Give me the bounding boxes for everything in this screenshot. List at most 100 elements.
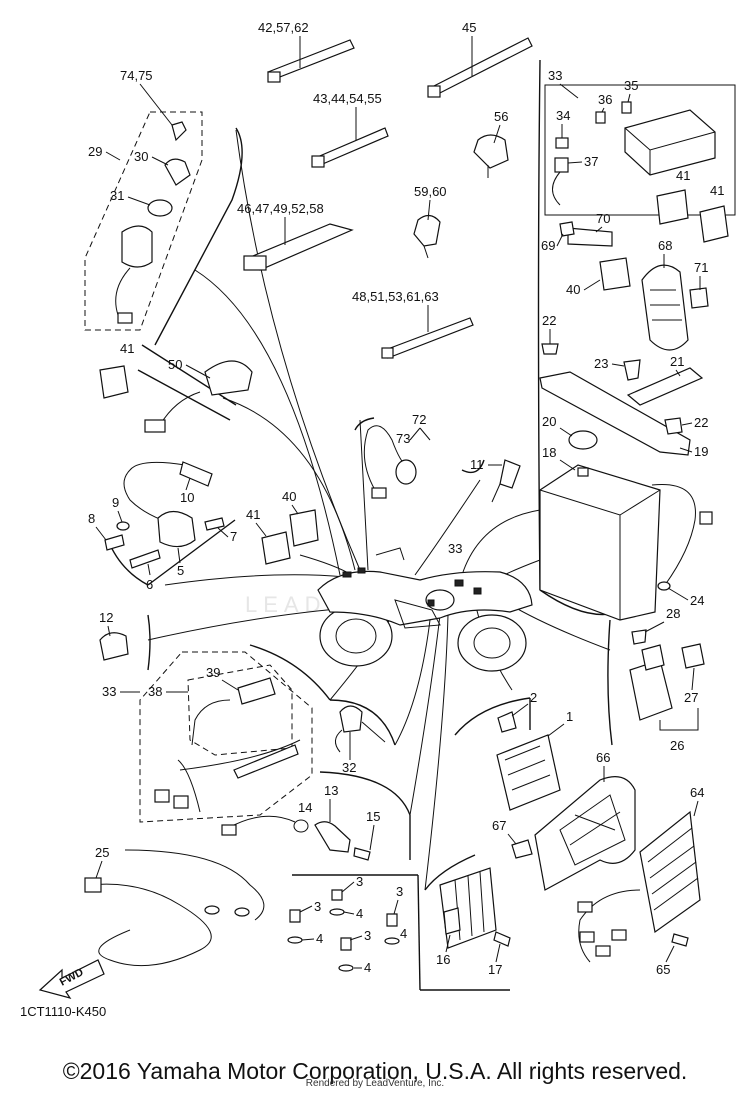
callout-64: 64 (690, 785, 704, 800)
bracket-68 (641, 264, 689, 351)
callout-19: 19 (694, 444, 708, 459)
callout-4-a: 4 (356, 906, 363, 921)
callout-65: 65 (656, 962, 670, 977)
callout-37: 37 (584, 154, 598, 169)
callout-1: 1 (566, 709, 573, 724)
bolt-23 (623, 359, 641, 381)
ecu-64 (577, 810, 701, 963)
callout-22-top: 22 (542, 313, 556, 328)
copyright-notice: ©2016 Yamaha Motor Corporation, U.S.A. A… (62, 1058, 688, 1084)
callout-8: 8 (88, 511, 95, 526)
sensor-13 (221, 815, 371, 861)
callout-42-57-62: 42,57,62 (258, 20, 309, 35)
callout-27: 27 (684, 690, 698, 705)
callout-25: 25 (95, 845, 109, 860)
bolt-67 (511, 839, 533, 859)
starter-relay-26 (629, 643, 705, 731)
callout-68: 68 (658, 238, 672, 253)
rendered-by-notice: Rendered by LeadVenture, Inc. (305, 1078, 445, 1089)
callout-46-47-49-52-58: 46,47,49,52,58 (237, 201, 324, 216)
callout-14: 14 (298, 800, 312, 815)
watermark-text: LEAD (245, 592, 326, 617)
main-switch-assembly (84, 111, 203, 331)
callout-74-75: 74,75 (120, 68, 153, 83)
callout-11: 11 (470, 457, 484, 472)
callout-4-d: 4 (364, 960, 371, 975)
bolt-28 (631, 629, 647, 645)
callout-28: 28 (666, 606, 680, 621)
damper-20 (568, 430, 598, 450)
spark-plug-11 (491, 459, 521, 503)
relay-41-left (99, 365, 129, 399)
callout-71: 71 (694, 260, 708, 275)
callout-26: 26 (670, 738, 684, 753)
callout-16: 16 (436, 952, 450, 967)
callout-40-mid: 40 (282, 489, 296, 504)
battery-18 (539, 464, 661, 621)
callout-15: 15 (366, 809, 380, 824)
callout-45: 45 (462, 20, 476, 35)
callout-70: 70 (596, 211, 610, 226)
callout-67: 67 (492, 818, 506, 833)
callout-33-top: 33 (548, 68, 562, 83)
sensor-12 (99, 632, 129, 661)
callout-22-bottom: 22 (694, 415, 708, 430)
bolt-22-bottom (664, 417, 683, 435)
callout-35: 35 (624, 78, 638, 93)
group-brackets (107, 59, 626, 991)
callout-43-44-54-55: 43,44,54,55 (313, 91, 382, 106)
wire-harness-group (139, 651, 313, 823)
callout-20: 20 (542, 414, 556, 429)
callout-21: 21 (670, 354, 684, 369)
bolt-2 (497, 711, 517, 733)
switch-32 (335, 705, 386, 753)
callout-9: 9 (112, 495, 119, 510)
callout-3-d: 3 (364, 928, 371, 943)
callout-17: 17 (488, 962, 502, 977)
callout-labels: 42,57,62 45 43,44,54,55 56 46,47,49,52,5… (88, 20, 724, 977)
cable-tie-42 (267, 39, 355, 83)
cdi-unit-1 (496, 734, 561, 811)
bolt-22-top (541, 343, 559, 355)
callout-31: 31 (110, 188, 124, 203)
callout-38: 38 (148, 684, 162, 699)
diagram-code: 1CT1110-K450 (20, 1004, 106, 1019)
fwd-arrow-icon: FWD (38, 959, 105, 999)
callout-2: 2 (530, 690, 537, 705)
regulator-16 (439, 867, 511, 949)
battery-band-19 (539, 371, 691, 456)
callout-18: 18 (542, 445, 556, 460)
relay-41-right-b (699, 205, 729, 243)
callout-30: 30 (134, 149, 148, 164)
ignition-coil-group (104, 461, 225, 569)
clip-59 (413, 214, 441, 259)
callout-29: 29 (88, 144, 102, 159)
callout-66: 66 (596, 750, 610, 765)
callout-5: 5 (177, 563, 184, 578)
callout-69: 69 (541, 238, 555, 253)
callout-32: 32 (342, 760, 356, 775)
callout-73: 73 (396, 431, 410, 446)
bracket-66 (534, 776, 636, 891)
bolts-3-4 (287, 889, 400, 972)
callout-41-right-b: 41 (710, 183, 724, 198)
callout-3-a: 3 (356, 874, 363, 889)
callout-34: 34 (556, 108, 570, 123)
callout-4-c: 4 (400, 926, 407, 941)
cable-clamp-56 (473, 134, 509, 178)
callout-3-c: 3 (396, 884, 403, 899)
callout-56: 56 (494, 109, 508, 124)
battery-cable-24 (651, 483, 713, 591)
callout-24: 24 (690, 593, 704, 608)
callout-40-right: 40 (566, 282, 580, 297)
callout-13: 13 (324, 783, 338, 798)
relay-41-mid (261, 531, 291, 565)
callout-7: 7 (230, 529, 237, 544)
callout-6: 6 (146, 577, 153, 592)
sensor-72-73 (363, 425, 417, 499)
cable-tie-45 (427, 37, 533, 98)
callout-39: 39 (206, 665, 220, 680)
callout-4-b: 4 (316, 931, 323, 946)
callout-10: 10 (180, 490, 194, 505)
